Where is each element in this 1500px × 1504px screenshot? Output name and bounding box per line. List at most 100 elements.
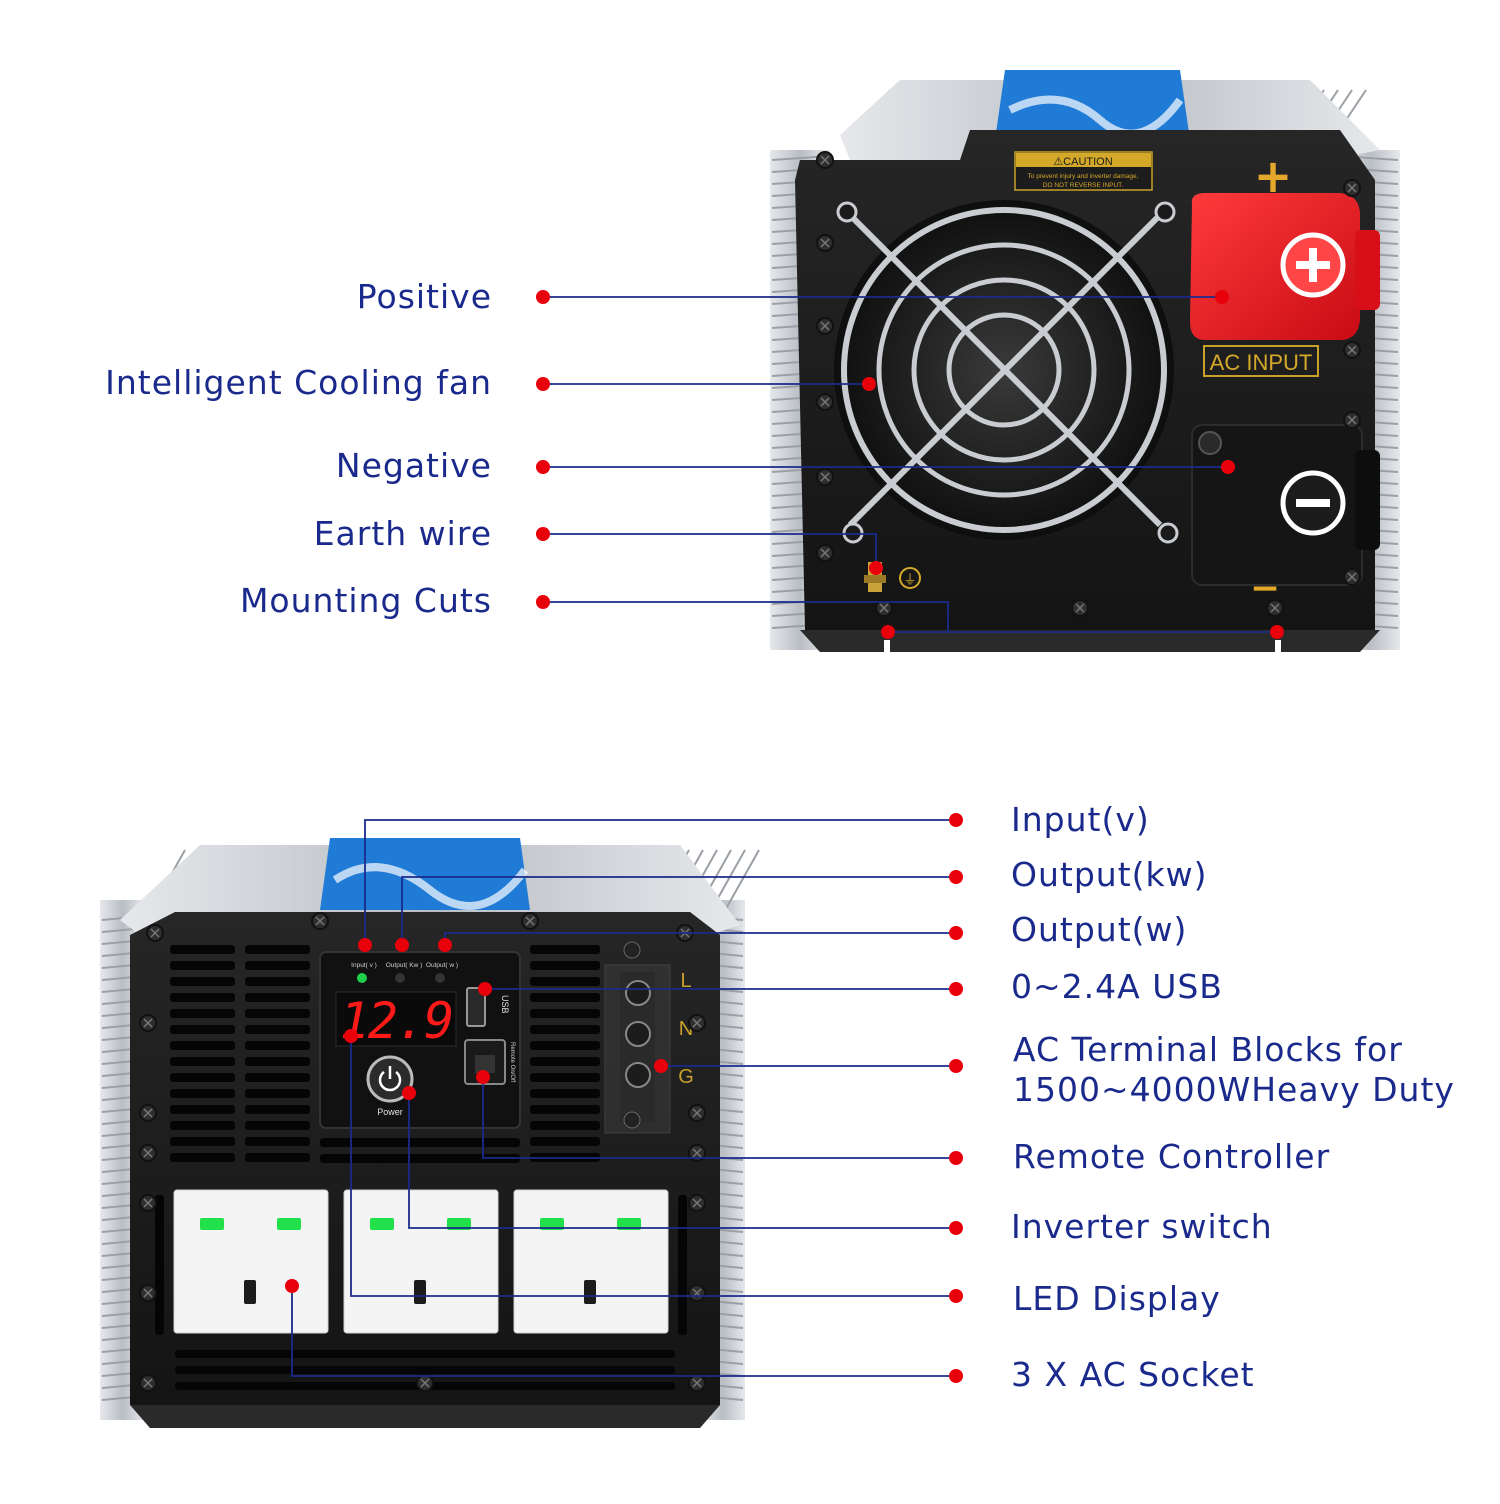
usb-port (466, 987, 486, 1027)
marker-dot (949, 1369, 963, 1383)
screw-slot (143, 1148, 153, 1158)
vent-slot (245, 1121, 310, 1130)
vent-slot (245, 1153, 310, 1162)
vent-slot (245, 1137, 310, 1146)
vent-slot (245, 1105, 310, 1114)
marker-dot (949, 982, 963, 996)
marker-dot (949, 813, 963, 827)
label-mounting-cuts: Mounting Cuts (239, 581, 492, 620)
marker-dot (476, 1070, 490, 1084)
marker-dot (358, 938, 372, 952)
vent-slot (530, 961, 600, 970)
screw-slot (1075, 603, 1085, 613)
vent-slot (170, 1105, 235, 1114)
indicator-label-output-kw: Output( Kw ) (386, 962, 422, 969)
marker-dot (654, 1059, 668, 1073)
marker-dot (1221, 460, 1235, 474)
marker-dot (536, 377, 550, 391)
rear-view-inverter: ⚠CAUTION To prevent injury and inverter … (770, 70, 1400, 654)
screw-slot (525, 916, 535, 926)
vent-slot (530, 1089, 600, 1098)
vent-slot (170, 1057, 235, 1066)
vent-slot (170, 1121, 235, 1130)
front-view-inverter: Input( v ) Output( Kw ) Output( w ) 12.9… (100, 838, 760, 1428)
marker-dot (536, 595, 550, 609)
terminal-letter-l: L (680, 970, 691, 992)
vent-slot (170, 1137, 235, 1146)
vent-slot (170, 1089, 235, 1098)
vent-slot (155, 1195, 164, 1335)
leader-line (408, 1093, 956, 1229)
vent-slot (170, 961, 235, 970)
ac-socket (173, 1189, 329, 1334)
screw-slot (820, 397, 830, 407)
panel-screws (816, 151, 1361, 617)
vent-slot (170, 1025, 235, 1034)
vent-slot (245, 1089, 310, 1098)
vent-slot (245, 993, 310, 1002)
marker-dot (402, 1086, 416, 1100)
screw-slot (143, 1108, 153, 1118)
indicator-led-input (357, 973, 367, 983)
screw-slot (820, 321, 830, 331)
marker-dot (949, 1059, 963, 1073)
marker-dot (869, 561, 883, 575)
screw-slot (143, 1198, 153, 1208)
power-icon (378, 1066, 402, 1092)
marker-dot (1215, 290, 1229, 304)
screw-slot (143, 1378, 153, 1388)
ac-sockets (173, 1189, 669, 1334)
screw-slot (692, 1198, 702, 1208)
marker-dot (881, 625, 895, 639)
screw-slot (820, 155, 830, 165)
vent-slot (530, 1025, 600, 1034)
svg-text:AC INPUT: AC INPUT (1210, 350, 1313, 375)
marker-dot (285, 1279, 299, 1293)
label-output-w: Output(w) (1011, 910, 1188, 949)
vent-slot (170, 1009, 235, 1018)
screw-slot (692, 1108, 702, 1118)
socket-pin-right (617, 1218, 641, 1230)
screw-slot (879, 603, 889, 613)
socket-pin-right (277, 1218, 301, 1230)
marker-dot (438, 938, 452, 952)
marker-dot (1270, 625, 1284, 639)
screw-slot (1347, 183, 1357, 193)
socket-earth-slot (244, 1280, 256, 1304)
indicator-led-output-kw (395, 973, 405, 983)
vent-slot (245, 961, 310, 970)
leader-line (291, 1286, 956, 1377)
base-plate (130, 1405, 720, 1428)
marker-dot (949, 1151, 963, 1165)
vent-slot (170, 1153, 235, 1162)
vent-slot (530, 1073, 600, 1082)
screw-slot (692, 1148, 702, 1158)
screw-slot (1270, 603, 1280, 613)
vent-slot (530, 1121, 600, 1130)
leader-line (543, 533, 877, 568)
screw-slot (143, 1288, 153, 1298)
indicator-label-input: Input( v ) (351, 962, 377, 969)
marker-dot (949, 1289, 963, 1303)
screw-slot (1347, 415, 1357, 425)
socket-earth-slot (584, 1280, 596, 1304)
terminal-letter-g: G (678, 1066, 694, 1088)
vent-slot (530, 1041, 600, 1050)
screw-slot (820, 472, 830, 482)
screw-slot (1347, 345, 1357, 355)
label-earth-wire: Earth wire (313, 514, 492, 553)
marker-dot (536, 290, 550, 304)
screw-slot (420, 1378, 430, 1388)
base-plate (800, 630, 1380, 652)
vent-slot (530, 1137, 600, 1146)
marker-dot (478, 982, 492, 996)
ac-terminal-block: L N G (604, 941, 694, 1134)
vent-slot (678, 1195, 687, 1335)
earth-symbol: ⏚ (903, 573, 916, 588)
label-terminal-blocks-line2: 1500~4000WHeavy Duty (1013, 1070, 1455, 1109)
marker-dot (536, 460, 550, 474)
vent-slot (530, 993, 600, 1002)
vent-slot (245, 1057, 310, 1066)
vent-slot (530, 945, 600, 954)
